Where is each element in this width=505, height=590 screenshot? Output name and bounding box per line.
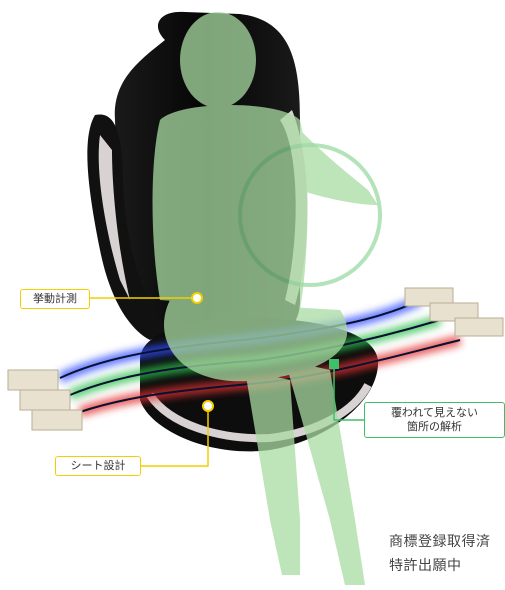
callout-hidden-analysis-line2: 箇所の解析 bbox=[365, 420, 504, 434]
callout-hidden-analysis-line1: 覆われて見えない bbox=[365, 406, 504, 420]
trademark-line1: 商標登録取得済 bbox=[389, 530, 491, 554]
trademark-line2: 特許出願中 bbox=[389, 554, 491, 578]
callout-seat-design: シート設計 bbox=[55, 456, 141, 476]
trademark-notice: 商標登録取得済 特許出願中 bbox=[389, 530, 491, 578]
callout-motion-measurement-text: 挙動計測 bbox=[33, 292, 77, 305]
callout-seat-design-text: シート設計 bbox=[71, 459, 126, 472]
connector-group-left bbox=[8, 370, 82, 430]
callout-motion-measurement: 挙動計測 bbox=[20, 289, 90, 309]
callout-hidden-analysis: 覆われて見えない 箇所の解析 bbox=[364, 402, 505, 438]
